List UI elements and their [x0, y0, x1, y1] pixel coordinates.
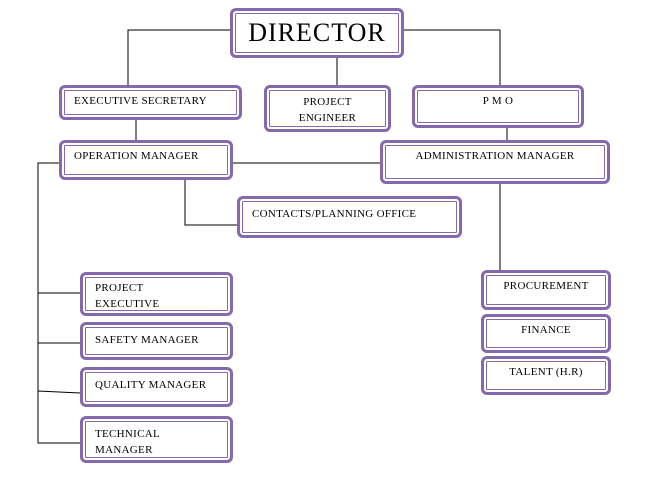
talent-hr-box[interactable]: TALENT (H.R) — [481, 356, 611, 395]
technical-manager-box[interactable]: TECHNICAL MANAGER — [80, 416, 233, 463]
project-executive-label: PROJECT EXECUTIVE — [95, 282, 160, 310]
project-executive-box[interactable]: PROJECT EXECUTIVE — [80, 272, 233, 316]
administration-manager-box[interactable]: ADMINISTRATION MANAGER — [380, 140, 610, 184]
procurement-box[interactable]: PROCUREMENT — [481, 270, 611, 310]
line-opm-contacts — [184, 180, 237, 226]
project-engineer-box[interactable]: PROJECT ENGINEER — [264, 85, 391, 132]
line-director-exec — [127, 29, 230, 85]
safety-manager-box[interactable]: SAFETY MANAGER — [80, 322, 233, 360]
line-opm-bus — [37, 162, 80, 444]
finance-box[interactable]: FINANCE — [481, 314, 611, 353]
quality-manager-box[interactable]: QUALITY MANAGER — [80, 367, 233, 407]
director-box[interactable]: DIRECTOR — [230, 8, 404, 58]
pmo-box[interactable]: P M O — [412, 85, 584, 128]
line-director-pmo — [404, 29, 501, 85]
operation-manager-box[interactable]: OPERATION MANAGER — [59, 140, 233, 180]
technical-manager-label: TECHNICAL MANAGER — [95, 428, 160, 456]
contacts-planning-office-box[interactable]: CONTACTS/PLANNING OFFICE — [237, 196, 462, 238]
executive-secretary-box[interactable]: EXECUTIVE SECRETARY — [59, 85, 242, 120]
line-bus-quality — [37, 390, 81, 394]
